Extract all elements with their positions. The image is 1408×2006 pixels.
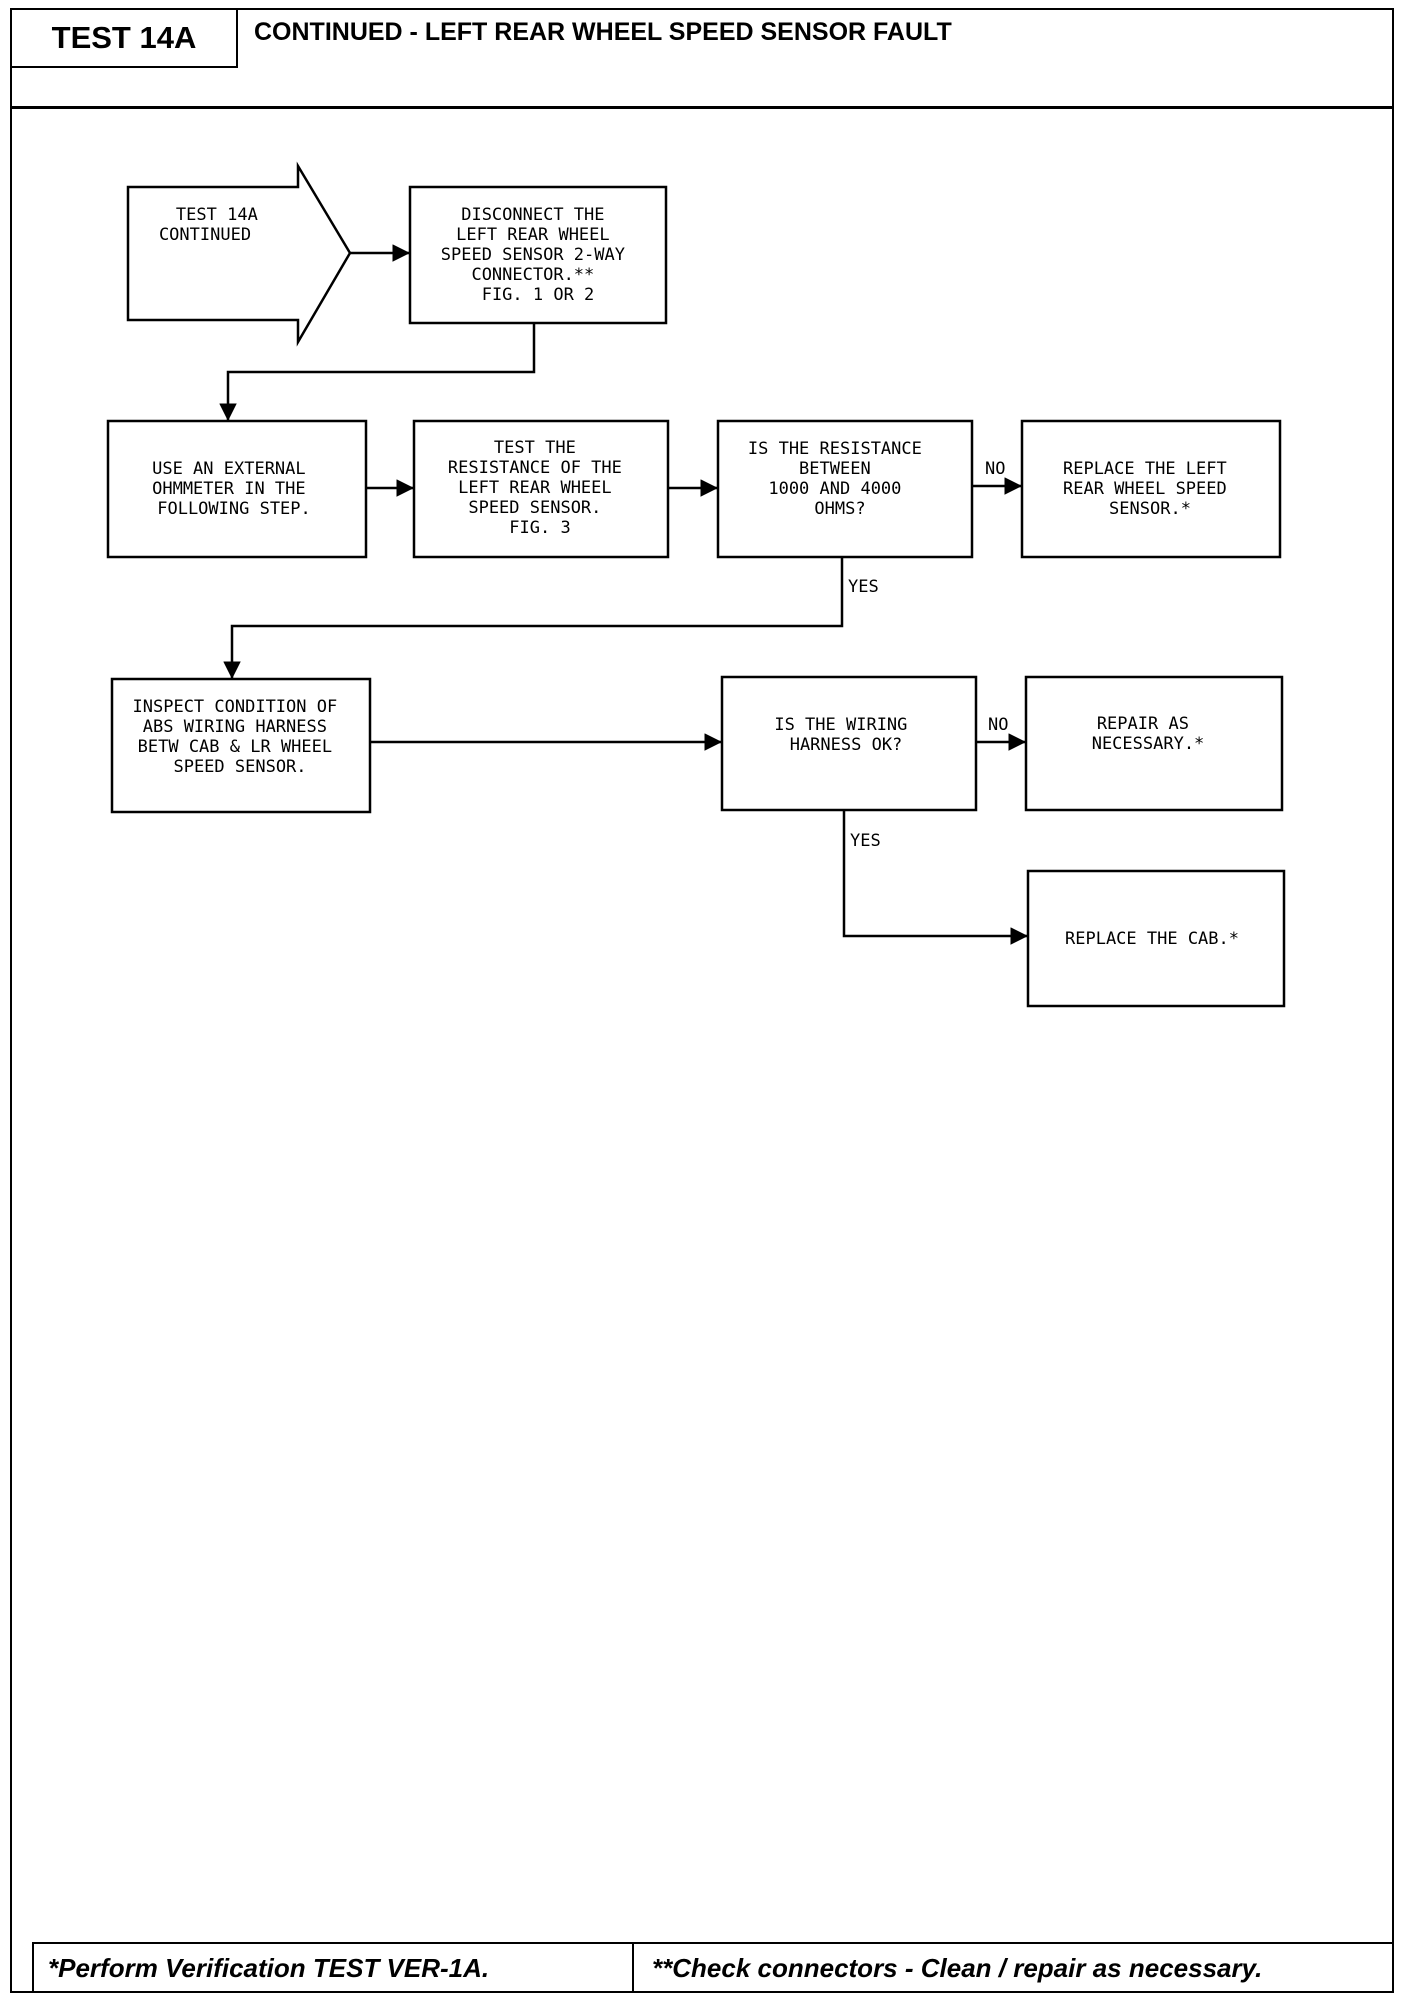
replace-sensor-box — [1020, 419, 1282, 559]
footnote-connectors: **Check connectors - Clean / repair as n… — [652, 1952, 1263, 1983]
wiring-question-box — [720, 675, 978, 812]
wiring-question-text: IS THE WIRING HARNESS OK? — [774, 715, 917, 755]
edge-label-yes-2: YES — [850, 831, 881, 851]
resistance-question-text: IS THE RESISTANCE BETWEEN 1000 AND 4000 … — [748, 439, 932, 519]
entry-arrow-shape — [126, 161, 352, 347]
replace-cab-text: REPLACE THE CAB.* — [1065, 929, 1239, 949]
flowchart: TEST 14A CONTINUED DISCONNECT THE LEFT R… — [106, 161, 1286, 1008]
replace-cab-box — [1026, 869, 1286, 1008]
entry-text: TEST 14A CONTINUED — [159, 205, 268, 245]
edge-label-no-1: NO — [985, 459, 1005, 479]
inspect-wiring-step-text: INSPECT CONDITION OF ABS WIRING HARNESS … — [133, 697, 348, 777]
disconnect-step-text: DISCONNECT THE LEFT REAR WHEEL SPEED SEN… — [441, 205, 635, 305]
repair-text: REPAIR AS NECESSARY.* — [1092, 714, 1205, 754]
use-ohmmeter-step-text: USE AN EXTERNAL OHMMETER IN THE FOLLOWIN… — [152, 459, 316, 519]
edge-label-no-2: NO — [988, 715, 1008, 735]
header-divider — [10, 106, 1394, 109]
replace-sensor-text: REPLACE THE LEFT REAR WHEEL SPEED SENSOR… — [1063, 459, 1237, 519]
edge-wiring-yes — [842, 810, 1028, 945]
page-title: CONTINUED - LEFT REAR WHEEL SPEED SENSOR… — [254, 18, 952, 46]
edge-question-yes — [223, 557, 844, 679]
footnote-verification: *Perform Verification TEST VER-1A. — [34, 1944, 634, 1992]
inspect-wiring-step-box — [110, 677, 372, 814]
footer: *Perform Verification TEST VER-1A. **Che… — [32, 1942, 1392, 1992]
disconnect-step-box — [408, 185, 668, 325]
edge-disconnect-to-ohmmeter — [219, 323, 536, 421]
edge-label-yes-1: YES — [848, 577, 879, 597]
test-resistance-step-text: TEST THE RESISTANCE OF THE LEFT REAR WHE… — [448, 438, 632, 538]
page-frame — [10, 8, 1394, 1993]
test-id-label: TEST 14A — [12, 10, 238, 68]
repair-box — [1024, 675, 1284, 812]
